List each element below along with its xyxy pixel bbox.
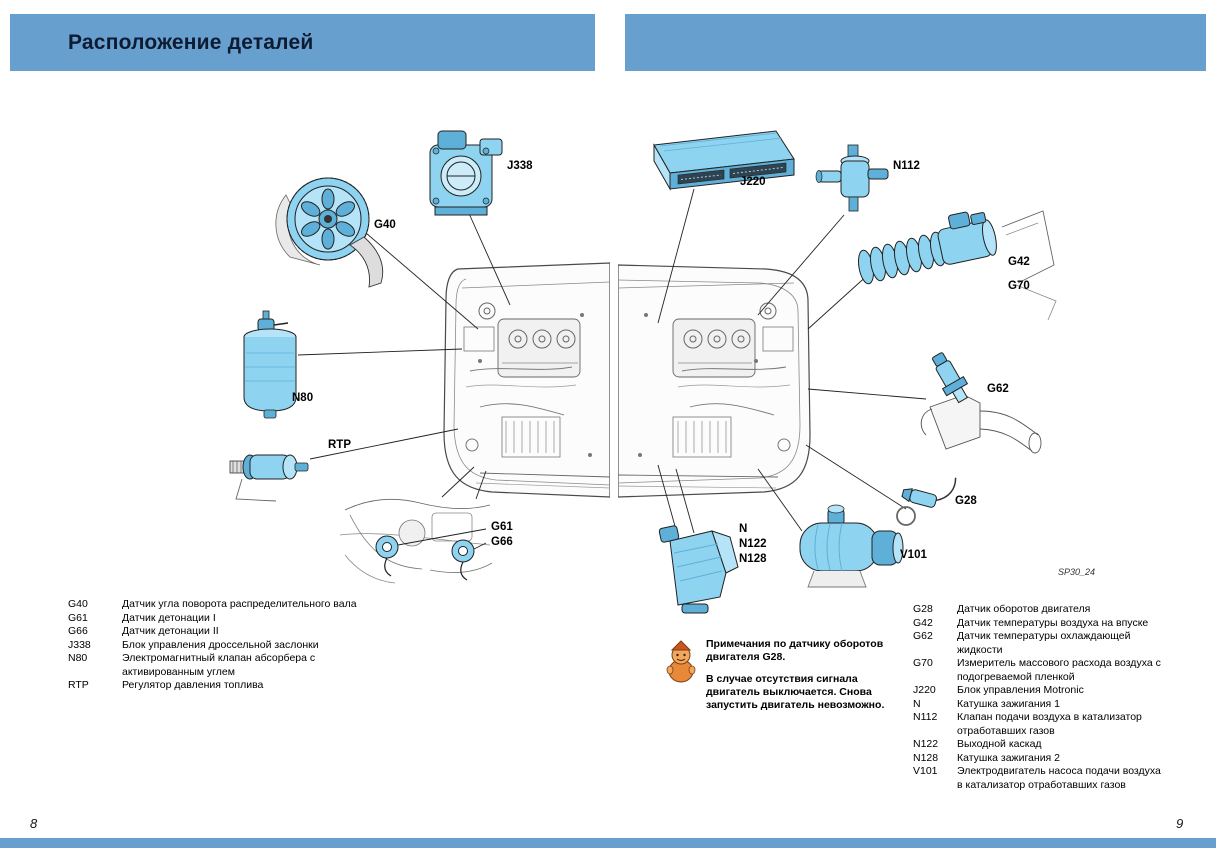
callout-n112: N112: [893, 160, 920, 172]
legend-row: G28 Датчик оборотов двигателя: [913, 603, 1162, 617]
legend-row: J220 Блок управления Motronic: [913, 684, 1162, 698]
note-block: Примечания по датчику оборотов двигателя…: [661, 638, 917, 712]
legend-desc: Блок управления дроссельной заслонки: [122, 638, 319, 651]
legend-code: N122: [913, 738, 939, 750]
legend-row: G42 Датчик температуры воздуха на впуске: [913, 617, 1162, 631]
callout-j220: J220: [740, 176, 766, 188]
callout-n128: N128: [739, 553, 767, 565]
legend-code: G42: [913, 616, 933, 629]
page-number-left: 8: [30, 816, 38, 831]
legend-row: RTP Регулятор давления топлива: [68, 679, 380, 693]
legend-row: G61 Датчик детонации I: [68, 612, 380, 626]
g40-illustration: [275, 177, 384, 288]
note-body: В случае отсутствия сигнала двигатель вы…: [706, 673, 885, 711]
rtp-illustration: [229, 454, 309, 502]
callout-g42: G42: [1008, 256, 1030, 268]
callout-j338: J338: [507, 160, 533, 172]
callout-n122: N122: [739, 538, 767, 550]
footer-bar: [0, 838, 1216, 848]
legend-row: G66 Датчик детонации II: [68, 625, 380, 639]
legend-left: G40 Датчик угла поворота распределительн…: [68, 598, 380, 693]
legend-desc: Электродвигатель насоса подачи воздуха в…: [957, 765, 1161, 791]
legend-code: G28: [913, 603, 933, 615]
header-bar-right: [625, 14, 1206, 71]
legend-desc: Катушка зажигания 1: [957, 697, 1060, 710]
g62-illustration: [920, 352, 1042, 454]
legend-row: N Катушка зажигания 1: [913, 698, 1162, 712]
note-title: Примечания по датчику оборотов двигателя…: [706, 638, 884, 663]
legend-desc: Регулятор давления топлива: [122, 679, 264, 691]
legend-code: V101: [913, 765, 938, 777]
legend-row: N122 Выходной каскад: [913, 738, 1162, 752]
legend-row: N80 Электромагнитный клапан абсорбера с …: [68, 652, 380, 679]
g28-illustration: [896, 477, 957, 526]
header-bar-left: Расположение деталей: [10, 14, 595, 71]
legend-desc: Блок управления Motronic: [957, 684, 1084, 696]
legend-desc: Датчик угла поворота распределительного …: [122, 598, 357, 610]
callout-lines-right: [657, 188, 927, 538]
legend-row: J338 Блок управления дроссельной заслонк…: [68, 639, 380, 653]
legend-desc: Датчик детонации I: [122, 611, 216, 624]
callout-rtp: RTP: [328, 439, 351, 451]
legend-code: J220: [913, 684, 936, 696]
legend-row: N128 Катушка зажигания 2: [913, 752, 1162, 766]
engine-diagram-right: [618, 130, 1057, 614]
ignition-coil-illustration: [658, 525, 739, 614]
legend-desc: Катушка зажигания 2: [957, 751, 1060, 764]
engine-bay-left-sketch: [443, 262, 610, 498]
legend-desc: Выходной каскад: [957, 738, 1042, 750]
legend-desc: Датчик оборотов двигателя: [957, 603, 1091, 615]
j220-illustration: [653, 130, 795, 191]
note-text: Примечания по датчику оборотов двигателя…: [706, 638, 913, 712]
mascot-icon: [666, 640, 696, 683]
callout-g62: G62: [987, 383, 1009, 395]
legend-row: V101 Электродвигатель насоса подачи возд…: [913, 765, 1162, 792]
engine-diagram-left: [229, 130, 610, 584]
legend-right: G28 Датчик оборотов двигателя G42 Датчик…: [913, 603, 1162, 792]
legend-row: G40 Датчик угла поворота распределительн…: [68, 598, 380, 612]
legend-desc: Измеритель массового расхода воздуха с п…: [957, 657, 1161, 683]
callout-g40: G40: [374, 219, 396, 231]
callout-lines-left: [297, 208, 511, 500]
callout-g66: G66: [491, 536, 513, 548]
legend-code: G40: [68, 598, 88, 610]
j338-illustration: [429, 130, 503, 216]
v101-illustration: [799, 504, 904, 588]
engine-bay-right-sketch: [618, 264, 811, 498]
page-title: Расположение деталей: [68, 30, 314, 54]
legend-code: N128: [913, 751, 939, 764]
callout-g61: G61: [491, 521, 513, 533]
figure-reference: SP30_24: [1058, 567, 1096, 577]
legend-code: N: [913, 697, 921, 710]
legend-code: N80: [68, 652, 88, 664]
legend-desc: Клапан подачи воздуха в катализатор отра…: [957, 711, 1142, 737]
legend-code: G66: [68, 625, 88, 637]
callout-g28: G28: [955, 495, 977, 507]
legend-code: G70: [913, 657, 933, 669]
g61-g66-detail-sketch: [339, 498, 493, 584]
legend-row: G62 Датчик температуры охлаждающей жидко…: [913, 630, 1162, 657]
legend-code: RTP: [68, 679, 89, 691]
legend-row: G70 Измеритель массового расхода воздуха…: [913, 657, 1162, 684]
legend-code: N112: [913, 711, 938, 723]
callout-n: N: [739, 523, 748, 535]
legend-code: G61: [68, 611, 88, 624]
legend-code: J338: [68, 638, 91, 651]
callout-v101: V101: [900, 549, 927, 561]
legend-desc: Датчик температуры охлаждающей жидкости: [957, 630, 1131, 656]
n112-illustration: [815, 144, 889, 212]
legend-desc: Датчик детонации II: [122, 625, 219, 637]
callout-g70: G70: [1008, 280, 1030, 292]
legend-row: N112 Клапан подачи воздуха в катализатор…: [913, 711, 1162, 738]
legend-desc: Датчик температуры воздуха на впуске: [957, 616, 1149, 629]
legend-desc: Электромагнитный клапан абсорбера с акти…: [122, 652, 316, 678]
page-number-right: 9: [1176, 816, 1184, 831]
g42-g70-illustration: [858, 210, 1057, 321]
callout-n80: N80: [292, 392, 314, 404]
n80-illustration: [243, 310, 297, 419]
legend-code: G62: [913, 630, 933, 642]
